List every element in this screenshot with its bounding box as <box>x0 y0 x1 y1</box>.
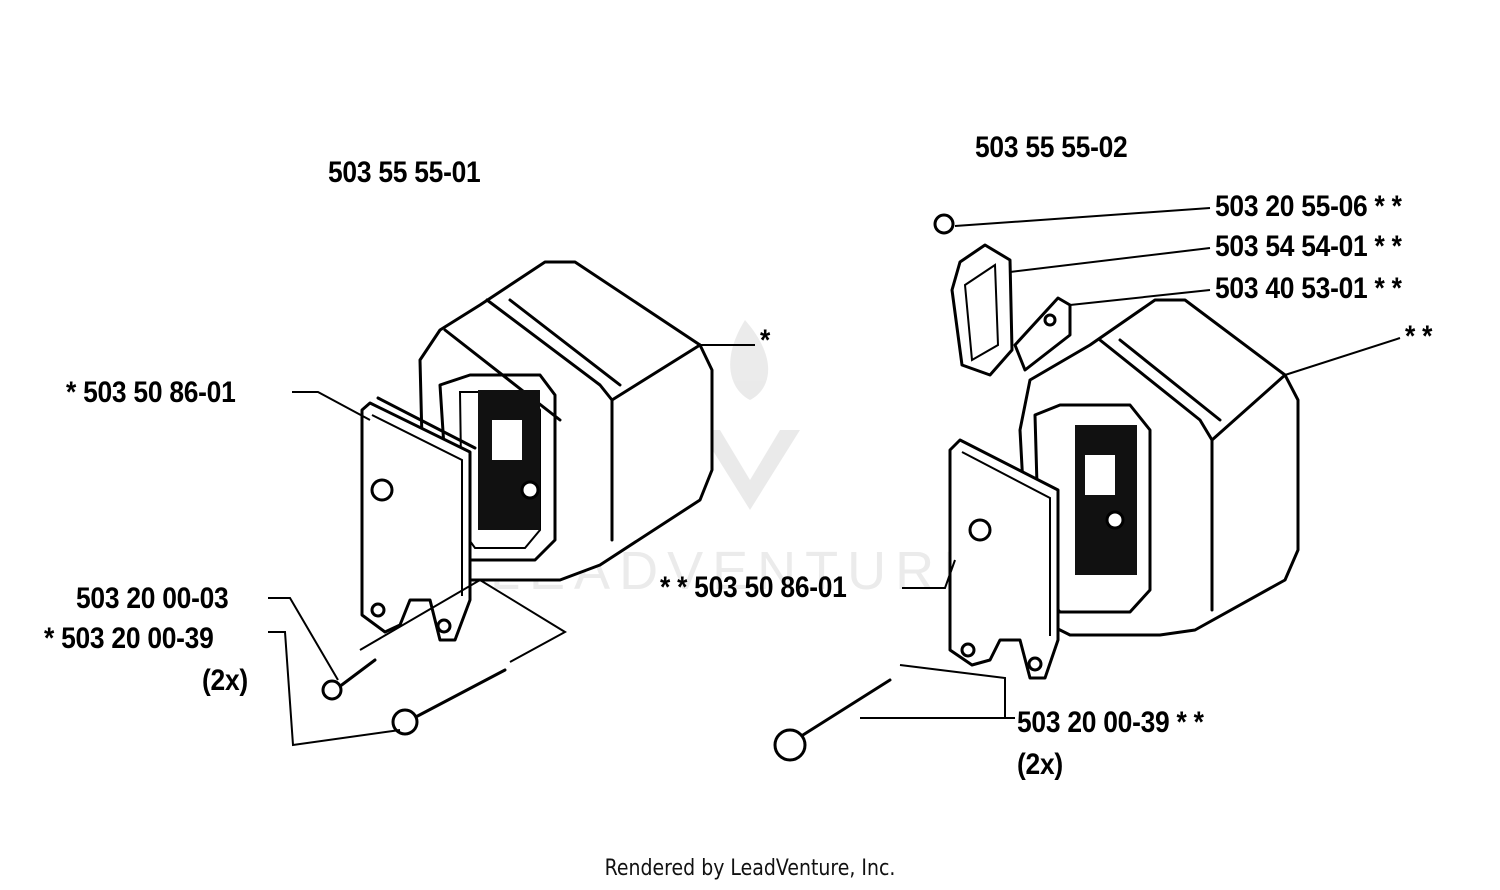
left-screw-2-qty: (2x) <box>202 664 248 697</box>
right-plate-label: 503 40 53-01 * * <box>1215 272 1402 305</box>
right-spark-screen <box>950 243 1014 377</box>
right-muffler-marker: * * <box>1405 320 1433 353</box>
left-muffler-body <box>418 260 714 582</box>
assembly-right-part-number: 503 55 55-02 <box>975 131 1128 164</box>
left-screw-1-label: 503 20 00-03 <box>76 582 229 615</box>
right-nut-label: 503 20 55-06 * * <box>1215 190 1402 223</box>
right-muffler-body <box>1018 298 1300 637</box>
right-plate <box>1013 296 1072 372</box>
left-leader-lines <box>268 344 755 747</box>
right-screw-qty: (2x) <box>1017 748 1063 781</box>
left-screw-2-label: * 503 20 00-39 <box>44 622 214 655</box>
right-gasket <box>948 438 1060 680</box>
footer-credit: Rendered by LeadVenture, Inc. <box>604 856 896 881</box>
left-screw-short <box>321 658 377 701</box>
right-nut <box>933 213 955 235</box>
right-spark-screen-label: 503 54 54-01 * * <box>1215 230 1402 263</box>
left-gasket-label: * 503 50 86-01 <box>66 376 236 409</box>
left-gasket <box>360 396 477 642</box>
assembly-left-part-number: 503 55 55-01 <box>328 156 481 189</box>
right-leader-lines <box>860 207 1401 719</box>
right-gasket-label: * * 503 50 86-01 <box>660 571 847 604</box>
right-screw <box>773 678 892 762</box>
right-screw-label: 503 20 00-39 * * <box>1017 706 1204 739</box>
left-screw-long <box>391 668 507 736</box>
left-muffler-marker: * <box>760 324 771 357</box>
watermark-logo-icon <box>700 320 800 510</box>
